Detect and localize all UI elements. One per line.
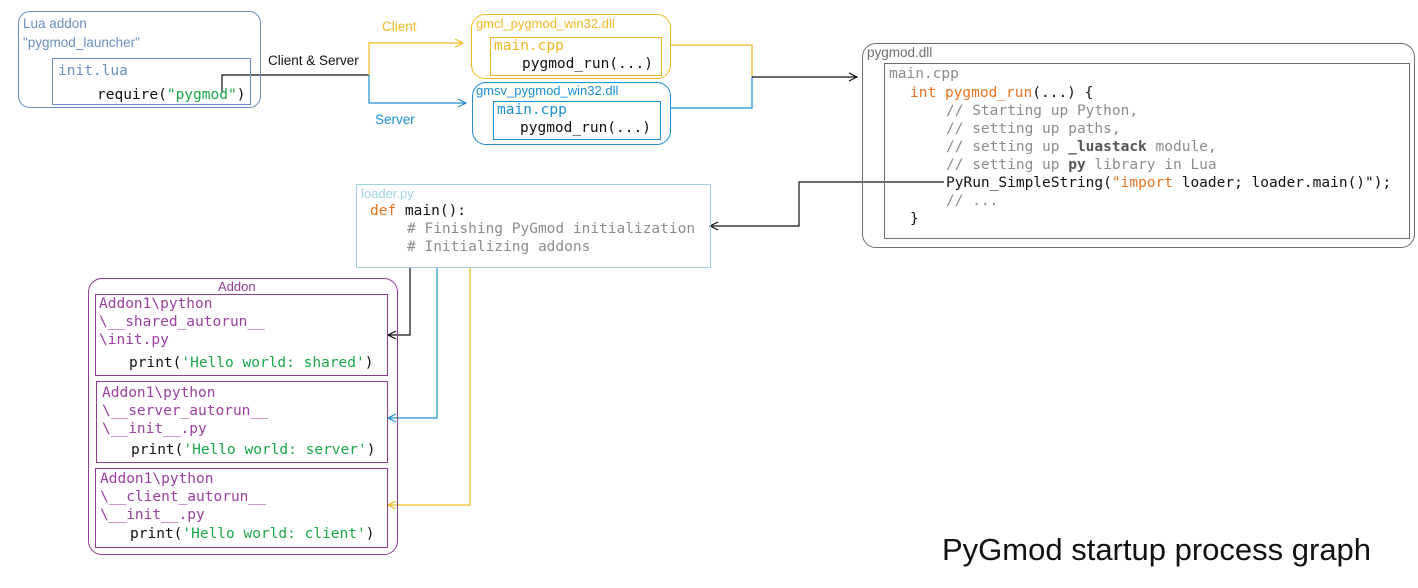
pygmod-dll-title: pygmod.dll <box>867 45 933 60</box>
pygmod-run-signature: int pygmod_run(...) { <box>910 85 1094 101</box>
pygmod-main-cpp-box <box>884 63 1410 239</box>
comment-starting-python: // Starting up Python, <box>946 103 1139 119</box>
addon-shared-path2: \__shared_autorun__ <box>99 314 265 330</box>
edge-gmsv-out <box>670 77 753 109</box>
addon-box <box>88 278 398 555</box>
gmcl-main-cpp-filename: main.cpp <box>494 38 564 54</box>
edge-to-client <box>388 268 471 505</box>
addon-shared-print: print('Hello world: shared') <box>129 355 374 371</box>
addon-title: Addon <box>218 279 256 294</box>
addon-client-path1: Addon1\python <box>100 471 214 487</box>
closing-brace: } <box>910 211 919 227</box>
loader-comment-finishing: # Finishing PyGmod initialization <box>407 221 696 237</box>
addon-client-path2: \__client_autorun__ <box>100 489 266 505</box>
comment-luastack-module: // setting up _luastack module, <box>946 139 1217 155</box>
loader-py-title: loader.py <box>361 186 414 201</box>
addon-server-box <box>96 381 388 463</box>
edge-require <box>221 74 369 93</box>
addon-server-print: print('Hello world: server') <box>131 442 376 458</box>
init-lua-filename: init.lua <box>58 63 128 79</box>
addon-client-path3: \__init__.py <box>100 507 205 523</box>
gmsv-main-cpp-box <box>493 101 661 140</box>
gmcl-pygmod-run: pygmod_run(...) <box>522 56 653 72</box>
gmcl-dll-title: gmcl_pygmod_win32.dll <box>476 16 615 31</box>
addon-client-box <box>95 468 388 548</box>
edge-to-server <box>388 268 438 418</box>
gmsv-pygmod-run: pygmod_run(...) <box>520 120 651 136</box>
pyrun-simple-string: PyRun_SimpleString("import loader; loade… <box>946 175 1392 191</box>
label-server: Server <box>375 112 415 127</box>
addon-server-path1: Addon1\python <box>102 385 216 401</box>
addon-server-path2: \__server_autorun__ <box>102 403 268 419</box>
addon-shared-path3: \init.py <box>99 332 169 348</box>
edge-to-loader <box>710 181 944 226</box>
gmsv-dll-title: gmsv_pygmod_win32.dll <box>476 83 619 98</box>
lua-addon-name: "pygmod_launcher" <box>23 35 140 50</box>
addon-client-print: print('Hello world: client') <box>130 526 375 542</box>
edge-gmcl-out <box>670 44 753 77</box>
edge-client <box>368 43 463 75</box>
addon-shared-path1: Addon1\python <box>99 296 213 312</box>
edge-to-shared <box>388 268 411 335</box>
gmsv-dll-box <box>472 82 671 145</box>
label-client-and-server: Client & Server <box>268 53 359 68</box>
loader-comment-initializing: # Initializing addons <box>407 239 591 255</box>
init-lua-box <box>52 58 251 105</box>
gmsv-main-cpp-filename: main.cpp <box>497 102 567 118</box>
addon-server-path3: \__init__.py <box>102 421 207 437</box>
edge-server <box>368 75 466 103</box>
comment-setting-paths: // setting up paths, <box>946 121 1121 137</box>
comment-ellipsis: // ... <box>946 193 999 209</box>
loader-py-box <box>356 184 711 268</box>
lua-addon-box <box>18 11 261 108</box>
addon-shared-box <box>95 294 388 376</box>
require-call: require("pygmod") <box>97 87 246 103</box>
gmcl-main-cpp-box <box>490 37 662 76</box>
pygmod-dll-box <box>862 43 1415 248</box>
graph-title: PyGmod startup process graph <box>942 532 1372 567</box>
loader-def-main: def main(): <box>370 203 467 219</box>
lua-addon-title: Lua addon <box>23 16 87 31</box>
pygmod-main-cpp-filename: main.cpp <box>889 66 959 82</box>
gmcl-dll-box <box>471 14 671 79</box>
comment-py-library: // setting up py library in Lua <box>946 157 1217 173</box>
label-client: Client <box>382 19 417 34</box>
